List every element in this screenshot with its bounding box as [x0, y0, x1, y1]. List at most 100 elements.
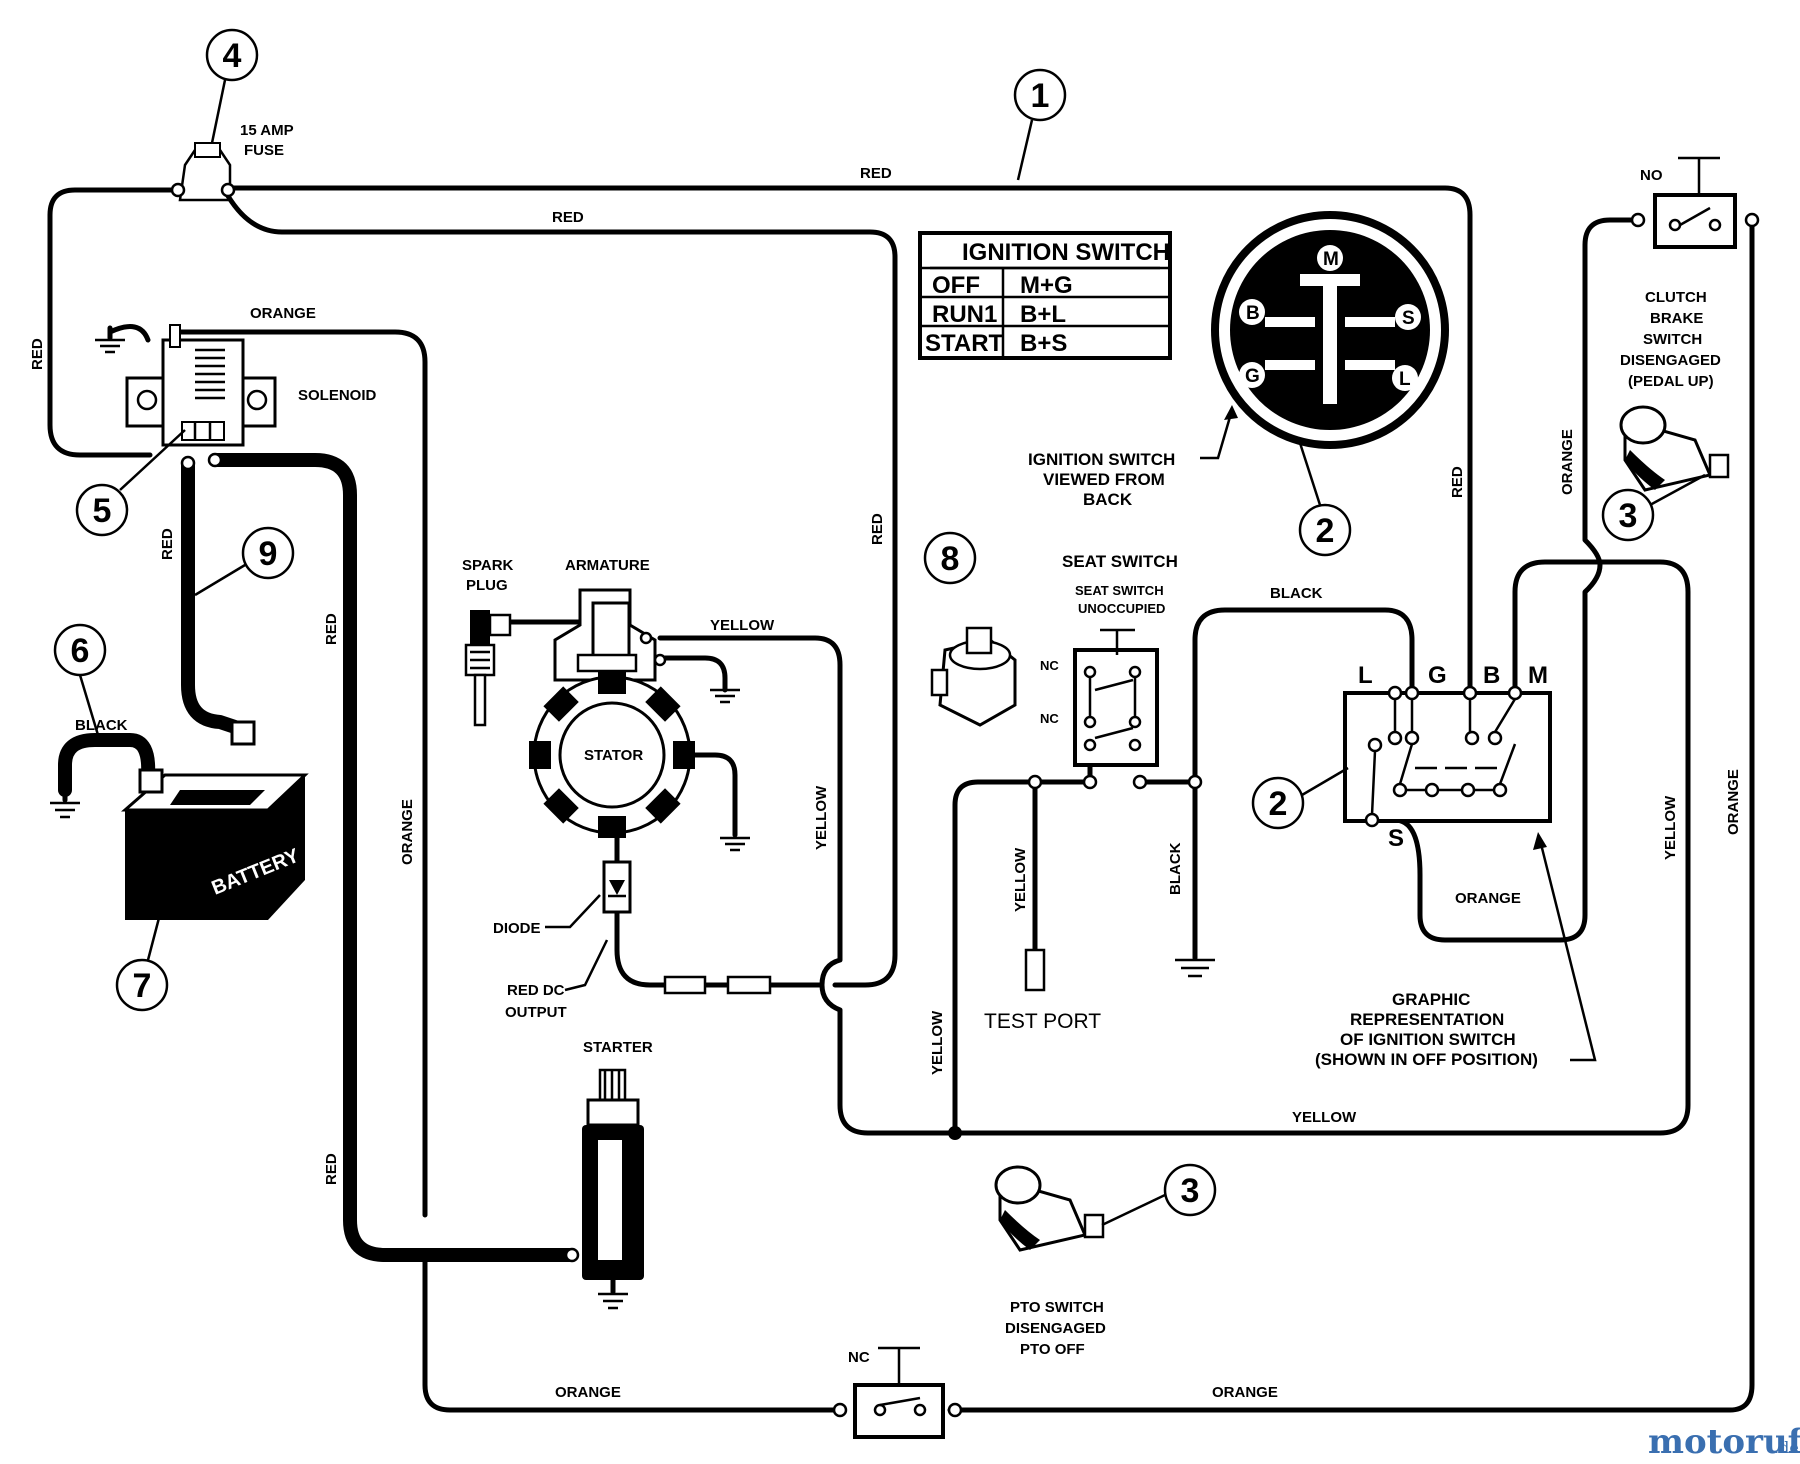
- watermark-tld: .de: [1774, 1438, 1799, 1457]
- fuse-label-1: 15 AMP: [240, 122, 294, 139]
- back-term: M: [1323, 249, 1339, 270]
- junction-dot: [948, 1126, 962, 1140]
- graphic-label-4: (SHOWN IN OFF POSITION): [1315, 1050, 1538, 1069]
- ignition-switch-table: IGNITION SWITCH OFF M+G RUN1 B+L START B…: [918, 231, 1172, 360]
- wire-label-orange: ORANGE: [555, 1384, 621, 1401]
- ign-row-conn: M+G: [1020, 272, 1073, 299]
- connector: [726, 975, 772, 995]
- callout-number: 2: [1269, 785, 1288, 823]
- callout-2b: 2: [1251, 766, 1349, 830]
- back-term: B: [1246, 303, 1260, 324]
- callout-number: 4: [223, 37, 242, 75]
- ground-icon: [720, 836, 750, 852]
- wire-label-yellow: YELLOW: [1292, 1109, 1357, 1126]
- test-port-label: TEST PORT: [984, 1010, 1101, 1033]
- stator-label: STATOR: [584, 747, 643, 764]
- graphic-arrow: [1538, 839, 1597, 1062]
- ignition-switch-back: M B S G L: [1211, 211, 1449, 449]
- wire-orange-bottom-r: [947, 220, 1755, 1413]
- watermark: motoruf .de: [1648, 1422, 1800, 1462]
- wires: [47, 185, 1755, 1413]
- watermark-brand: motoruf: [1648, 1422, 1800, 1462]
- wire-red-fuse-left: [47, 187, 181, 458]
- solenoid: [125, 324, 277, 471]
- graphic-label-1: GRAPHIC: [1392, 990, 1470, 1009]
- solenoid-label: SOLENOID: [298, 387, 377, 404]
- graphic-label-3: OF IGNITION SWITCH: [1340, 1030, 1516, 1049]
- seat-unocc-label-2: UNOCCUPIED: [1078, 601, 1165, 616]
- wire-label-red: RED: [1449, 466, 1466, 498]
- term-label: L: [1358, 662, 1373, 689]
- wire-label-red: RED: [159, 528, 176, 560]
- armature-label: ARMATURE: [565, 557, 650, 574]
- term-label: B: [1483, 662, 1500, 689]
- wire-label-orange: ORANGE: [1212, 1384, 1278, 1401]
- wire-label-yellow: YELLOW: [1662, 795, 1679, 860]
- wire-label-yellow: YELLOW: [929, 1010, 946, 1075]
- pto-switch: [994, 1165, 1105, 1252]
- wire-label-black: BLACK: [1270, 585, 1323, 602]
- ign-row-pos: RUN1: [932, 301, 997, 328]
- reddc-arrow: [564, 939, 609, 992]
- pto-label-1: PTO SWITCH: [1010, 1299, 1104, 1316]
- callout-3: 3: [1601, 473, 1706, 542]
- connector: [663, 975, 707, 995]
- nc-label: NC: [1040, 658, 1059, 673]
- term-label: M: [1528, 662, 1548, 689]
- callout-2: 2: [1298, 442, 1352, 557]
- wire-solenoid-ground: [107, 324, 151, 343]
- wire-red-thick-starter: [208, 453, 577, 1262]
- wire-label-orange: ORANGE: [1725, 769, 1742, 835]
- callout-number: 1: [1031, 77, 1050, 115]
- callout-number: 9: [259, 535, 278, 573]
- callout-number: 3: [1181, 1172, 1200, 1210]
- fuse-label-2: FUSE: [244, 142, 284, 159]
- pto-label-2: DISENGAGED: [1005, 1320, 1106, 1337]
- callout-number: 7: [133, 967, 152, 1005]
- no-label: NO: [1640, 167, 1663, 184]
- ground-icon: [710, 688, 740, 704]
- wire-label-yellow: YELLOW: [813, 785, 830, 850]
- diode: [602, 832, 632, 914]
- starter-label: STARTER: [583, 1039, 653, 1056]
- battery: BATTERY: [121, 720, 309, 920]
- stator: [529, 672, 695, 838]
- clutch-label-3: SWITCH: [1643, 331, 1702, 348]
- ign-row-conn: B+L: [1020, 301, 1066, 328]
- starter: [564, 1068, 644, 1280]
- wire-label-red: RED: [860, 165, 892, 182]
- ign-back-label-3: BACK: [1083, 490, 1133, 509]
- test-port: [1024, 948, 1046, 992]
- back-term: S: [1402, 308, 1415, 329]
- plunger-switch-clutch: [1619, 405, 1730, 492]
- callout-number: 5: [93, 492, 112, 530]
- armature: [553, 588, 667, 682]
- pto-label-3: PTO OFF: [1020, 1341, 1085, 1358]
- callout-3b: 3: [1101, 1163, 1217, 1227]
- callout-number: 6: [71, 632, 90, 670]
- seat-switch: [1027, 628, 1203, 790]
- wire-black-seat-up: [1192, 607, 1415, 961]
- back-term: L: [1399, 369, 1411, 390]
- graphic-label-2: REPRESENTATION: [1350, 1010, 1504, 1029]
- fuse: [170, 142, 236, 202]
- seat-switch-label: SEAT SWITCH: [1062, 552, 1178, 571]
- wire-yellow-armature: [657, 559, 1691, 1136]
- callout-1: 1: [1013, 68, 1067, 181]
- wire-label-yellow: YELLOW: [1012, 847, 1029, 912]
- seat-unocc-label-1: SEAT SWITCH: [1075, 583, 1164, 598]
- wire-label-orange: ORANGE: [1559, 429, 1576, 495]
- wire-label-red: RED: [323, 613, 340, 645]
- ign-table-title: IGNITION SWITCH: [962, 239, 1170, 266]
- spark-label-1: SPARK: [462, 557, 514, 574]
- wire-black-battery: [58, 733, 156, 797]
- diode-label: DIODE: [493, 920, 541, 937]
- callout-5: 5: [75, 429, 186, 537]
- wire-stator-ground2: [687, 752, 738, 838]
- callout-4: 4: [205, 28, 259, 144]
- spark-plug: [464, 610, 512, 727]
- wire-label-orange: ORANGE: [399, 799, 416, 865]
- wire-stator-ground1: [662, 655, 728, 693]
- wire-label-orange: ORANGE: [250, 305, 316, 322]
- term-label: G: [1428, 662, 1447, 689]
